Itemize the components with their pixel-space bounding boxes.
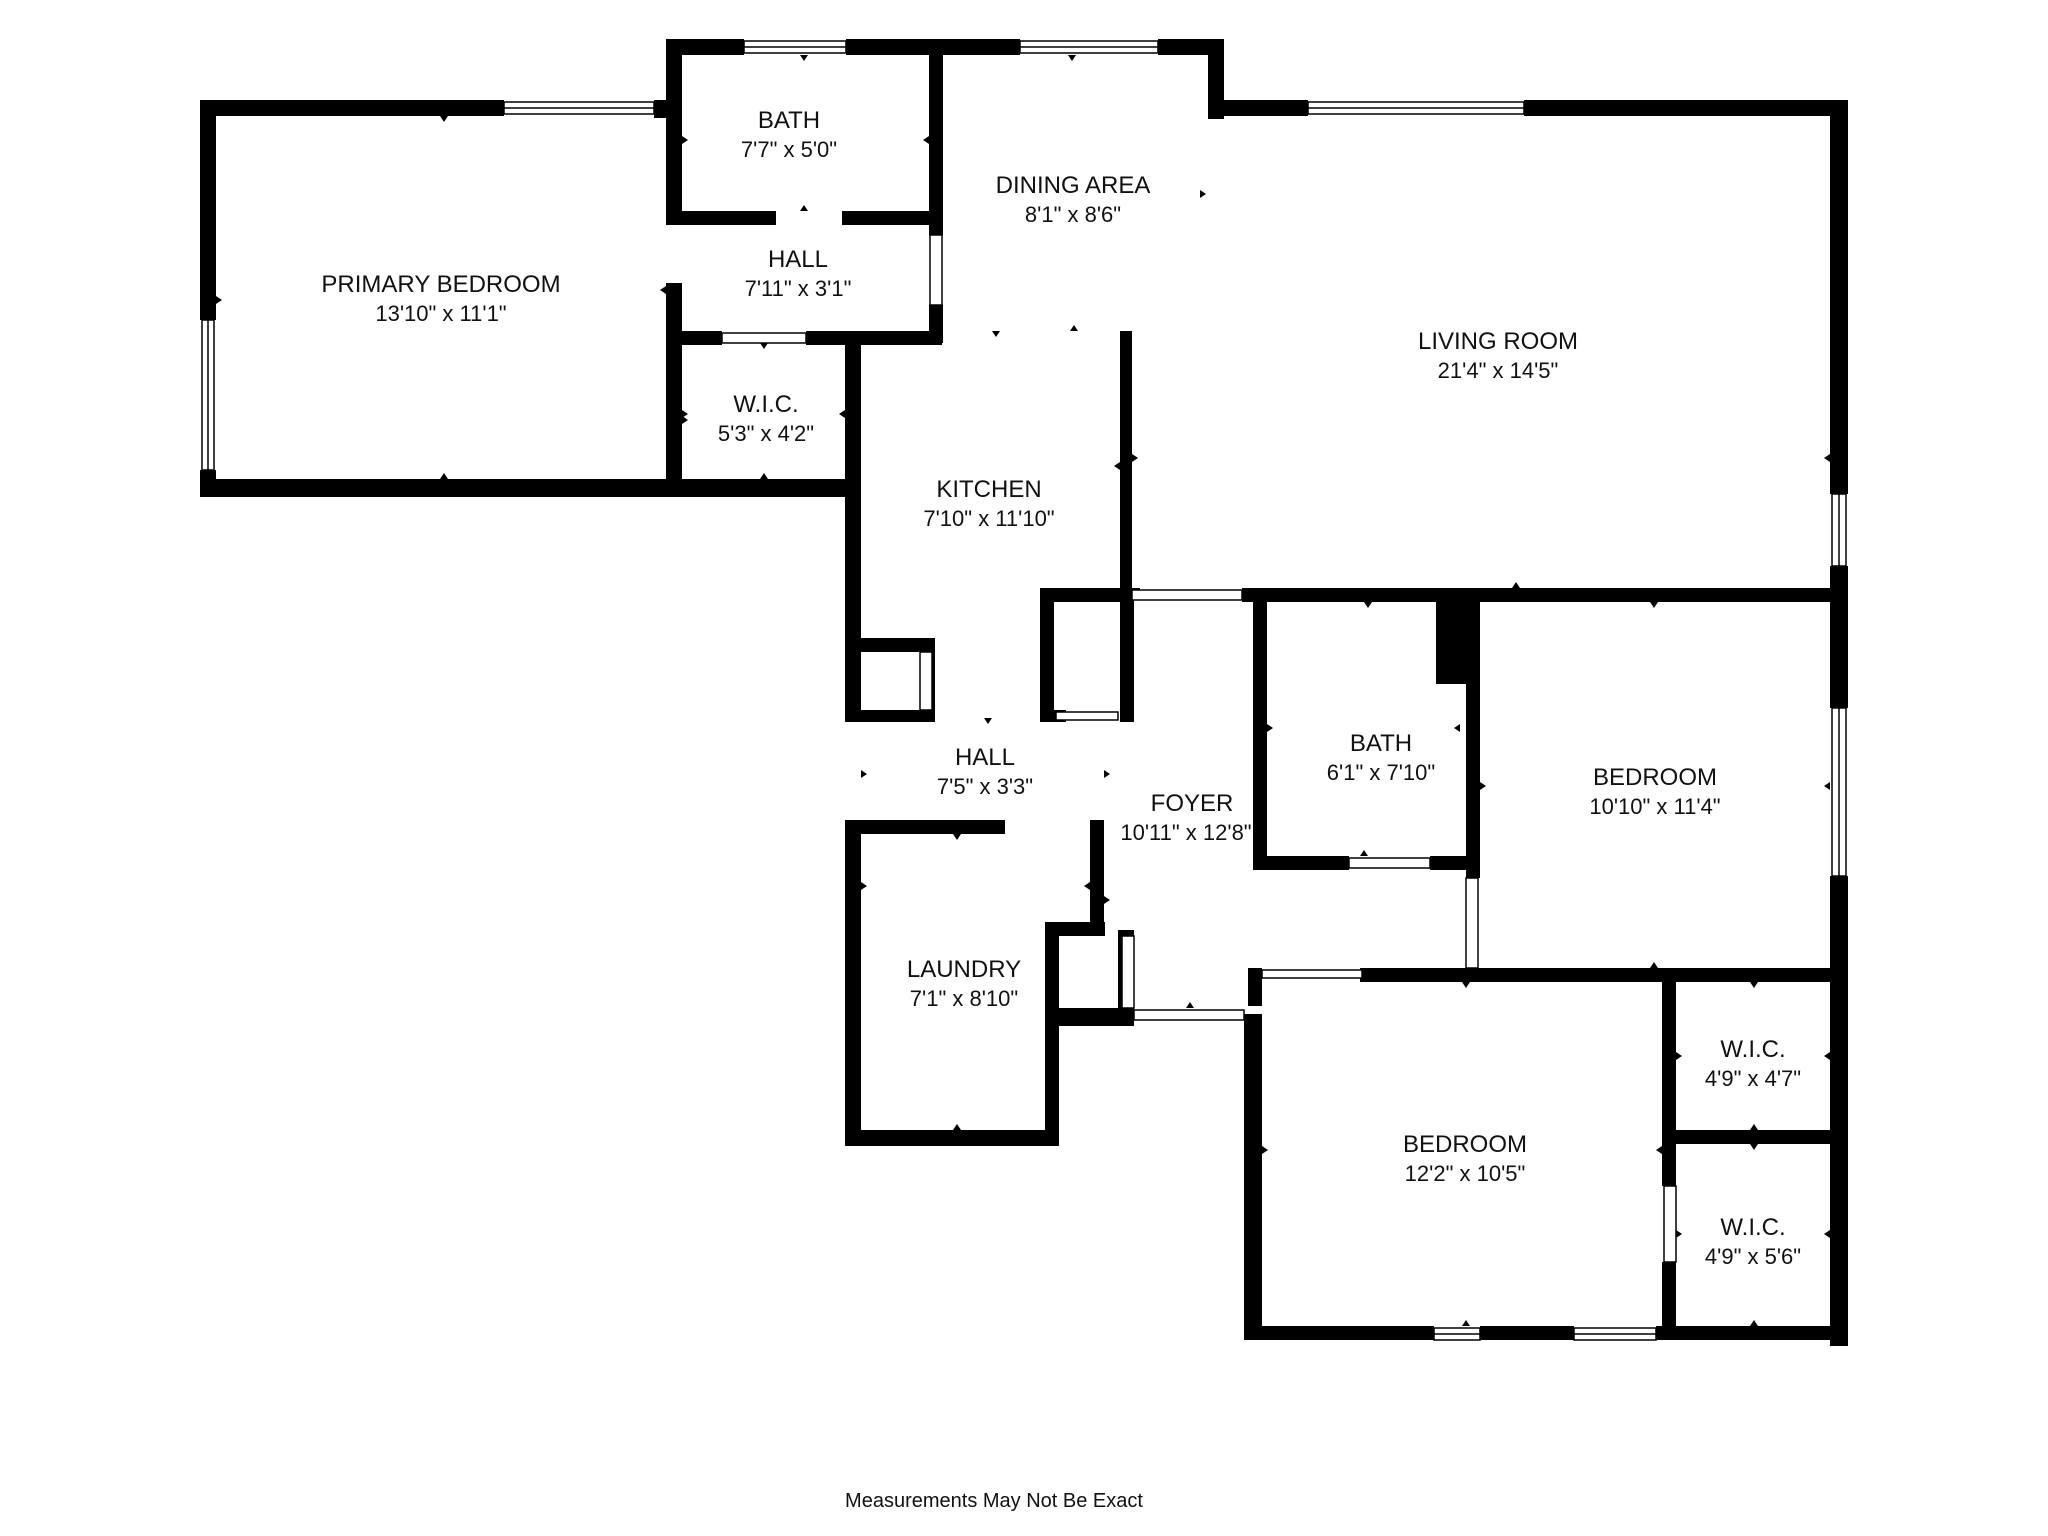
room-dimensions: 21'4" x 14'5" [1438,358,1559,383]
room-name: BEDROOM [1403,1131,1527,1158]
room-name: DINING AREA [996,172,1151,199]
room-dimensions: 12'2" x 10'5" [1405,1161,1526,1186]
room-dimensions: 7'7" x 5'0" [741,137,837,162]
room-bedroom-bottom: BEDROOM 12'2" x 10'5" [1403,1131,1527,1186]
walls [200,39,1848,1346]
room-dimensions: 4'9" x 4'7" [1705,1066,1801,1091]
room-name: LAUNDRY [907,956,1021,983]
room-name: KITCHEN [936,476,1041,503]
room-wic-upper: W.I.C. 4'9" x 4'7" [1705,1036,1801,1091]
room-name: W.I.C. [1720,1036,1785,1063]
room-bedroom-right: BEDROOM 10'10" x 11'4" [1589,764,1720,819]
room-living-room: LIVING ROOM 21'4" x 14'5" [1418,328,1578,383]
room-dimensions: 7'11" x 3'1" [745,276,852,301]
room-wic-primary: W.I.C. 5'3" x 4'2" [718,391,814,446]
room-foyer: FOYER 10'11" x 12'8" [1120,790,1251,845]
room-name: BATH [1350,730,1412,757]
room-dimensions: 7'10" x 11'10" [923,506,1054,531]
room-name: W.I.C. [1720,1214,1785,1241]
room-dimensions: 5'3" x 4'2" [718,421,814,446]
room-name: PRIMARY BEDROOM [321,271,560,298]
room-dimensions: 10'10" x 11'4" [1589,794,1720,819]
room-bath-mid: BATH 6'1" x 7'10" [1327,730,1435,785]
room-dimensions: 13'10" x 11'1" [375,301,506,326]
room-name: W.I.C. [733,391,798,418]
room-name: BEDROOM [1593,764,1717,791]
room-dimensions: 10'11" x 12'8" [1120,820,1251,845]
room-name: HALL [768,246,828,273]
room-dimensions: 8'1" x 8'6" [1025,202,1121,227]
room-hall-top: HALL 7'11" x 3'1" [745,246,852,301]
room-dimensions: 4'9" x 5'6" [1705,1244,1801,1269]
room-bath-top: BATH 7'7" x 5'0" [741,107,837,162]
room-dimensions: 7'1" x 8'10" [910,986,1018,1011]
room-wic-lower: W.I.C. 4'9" x 5'6" [1705,1214,1801,1269]
windows [201,40,1847,1341]
dimension-markers [216,55,1830,1326]
room-dimensions: 7'5" x 3'3" [937,774,1033,799]
room-dining-area: DINING AREA 8'1" x 8'6" [996,172,1151,227]
room-kitchen: KITCHEN 7'10" x 11'10" [923,476,1054,531]
room-name: LIVING ROOM [1418,328,1578,355]
room-name: HALL [955,744,1015,771]
room-laundry: LAUNDRY 7'1" x 8'10" [907,956,1021,1011]
room-hall-mid: HALL 7'5" x 3'3" [937,744,1033,799]
measurements-disclaimer: Measurements May Not Be Exact [845,1490,1143,1512]
room-name: FOYER [1151,790,1234,817]
room-primary-bedroom: PRIMARY BEDROOM 13'10" x 11'1" [321,271,560,326]
room-name: BATH [758,107,820,134]
room-dimensions: 6'1" x 7'10" [1327,760,1435,785]
